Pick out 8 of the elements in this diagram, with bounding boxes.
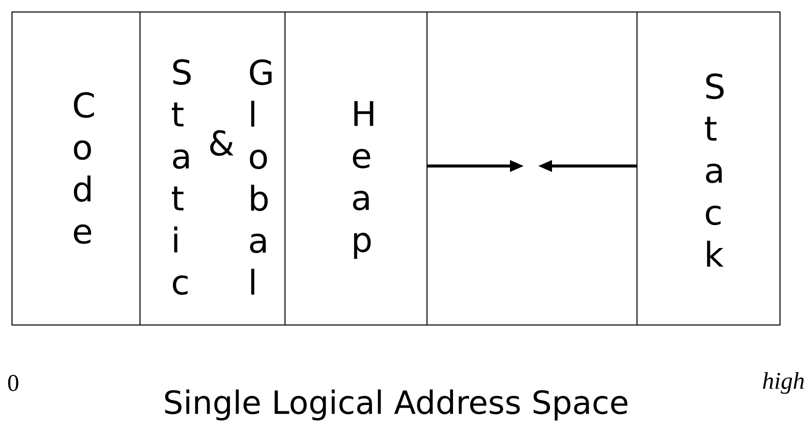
axis-label: high	[762, 372, 804, 394]
memory-segment: Static & Global	[140, 12, 286, 326]
caption: Single Logical Address Space	[165, 390, 628, 420]
axis-label: 0	[8, 374, 18, 392]
memory-segment: Stack	[636, 12, 780, 326]
memory-segment: Heap	[284, 12, 428, 326]
empty-segment	[426, 12, 638, 326]
memory-segment: Code	[12, 12, 140, 326]
